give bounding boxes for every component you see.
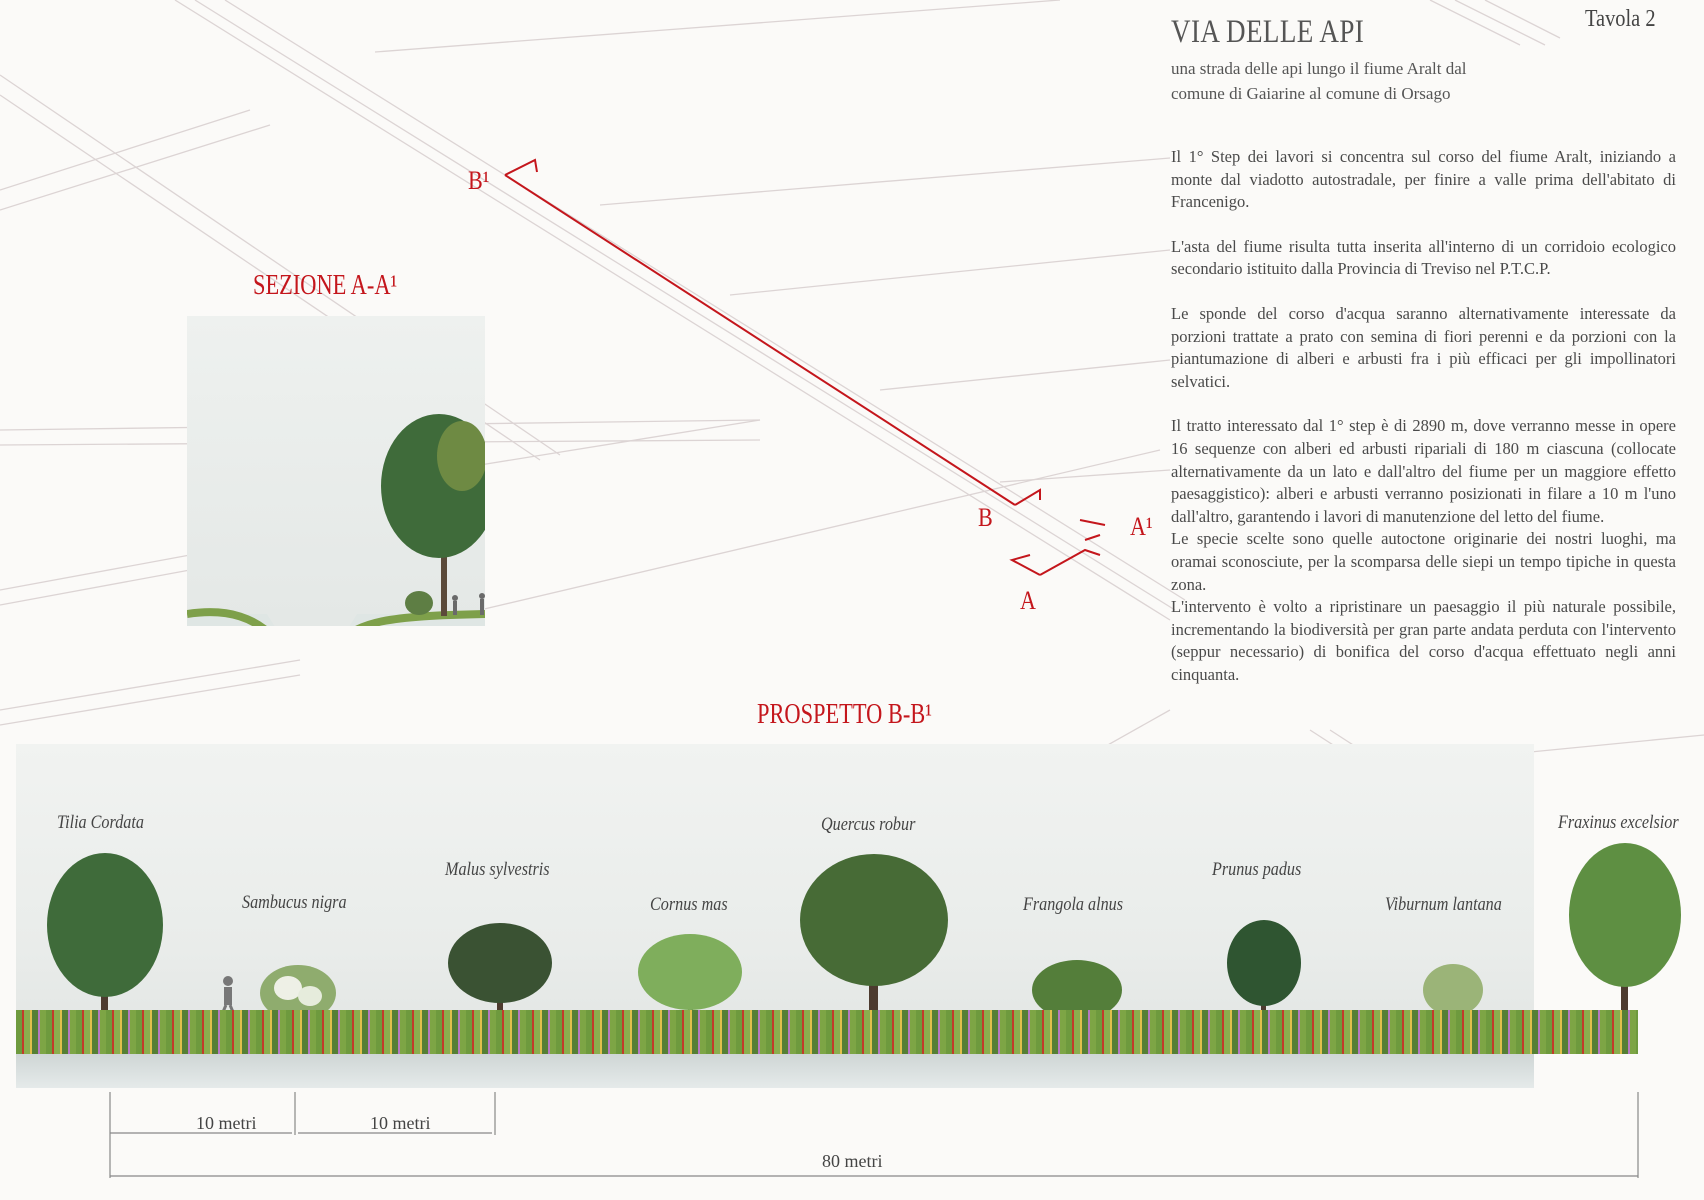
tree-prunus bbox=[1227, 920, 1301, 1020]
description-text: Il 1° Step dei lavori si concentra sul c… bbox=[1171, 146, 1676, 686]
tree-fraxinus bbox=[1569, 843, 1681, 1015]
dimension-span-2: 10 metri bbox=[370, 1113, 431, 1133]
sheet-number: Tavola 2 bbox=[1585, 6, 1656, 32]
paragraph-2: L'asta del fiume risulta tutta inserita … bbox=[1171, 236, 1676, 279]
tree-tilia bbox=[47, 853, 163, 1020]
label-sambucus: Sambucus nigra bbox=[242, 892, 347, 913]
tree-quercus bbox=[800, 854, 948, 1020]
label-quercus: Quercus robur bbox=[821, 814, 916, 835]
tree-malus bbox=[448, 923, 552, 1020]
page-title: VIA DELLE API bbox=[1171, 14, 1365, 50]
label-viburnum: Viburnum lantana bbox=[1385, 894, 1502, 915]
paragraph-6: L'intervento è volto a ripristinare un p… bbox=[1171, 597, 1676, 684]
page-subtitle: una strada delle api lungo il fiume Aral… bbox=[1171, 59, 1467, 103]
dimension-span-1: 10 metri bbox=[196, 1113, 257, 1133]
label-cornus: Cornus mas bbox=[650, 894, 728, 915]
dimension-total: 80 metri bbox=[822, 1151, 883, 1171]
label-frangola: Frangola alnus bbox=[1023, 894, 1124, 915]
tree-cornus bbox=[638, 934, 742, 1020]
section-a-label: A bbox=[1020, 586, 1036, 615]
river-water bbox=[16, 1054, 1534, 1088]
label-tilia: Tilia Cordata bbox=[57, 812, 144, 833]
tree-viburnum bbox=[1423, 964, 1483, 1020]
label-malus: Malus sylvestris bbox=[445, 859, 550, 880]
tree-sambucus bbox=[260, 965, 336, 1020]
prospetto-title: PROSPETTO B-B¹ bbox=[757, 699, 932, 730]
tree-frangola bbox=[1032, 960, 1122, 1020]
section-b-label: B bbox=[978, 503, 993, 532]
flower-meadow bbox=[16, 1010, 1638, 1054]
sezione-title: SEZIONE A-A¹ bbox=[253, 270, 398, 301]
label-prunus: Prunus padus bbox=[1212, 859, 1302, 880]
paragraph-3: Le sponde del corso d'acqua saranno alte… bbox=[1171, 303, 1676, 391]
section-illustration bbox=[187, 414, 485, 626]
section-a1-label: A¹ bbox=[1130, 512, 1153, 541]
paragraph-5: Le specie scelte sono quelle autoctone o… bbox=[1171, 529, 1676, 594]
section-drawing bbox=[187, 316, 485, 626]
paragraph-4: Il tratto interessato dal 1° step è di 2… bbox=[1171, 416, 1676, 526]
paragraph-1: Il 1° Step dei lavori si concentra sul c… bbox=[1171, 147, 1676, 212]
label-fraxinus: Fraxinus excelsior bbox=[1558, 812, 1679, 833]
section-b1-label: B¹ bbox=[468, 166, 490, 195]
